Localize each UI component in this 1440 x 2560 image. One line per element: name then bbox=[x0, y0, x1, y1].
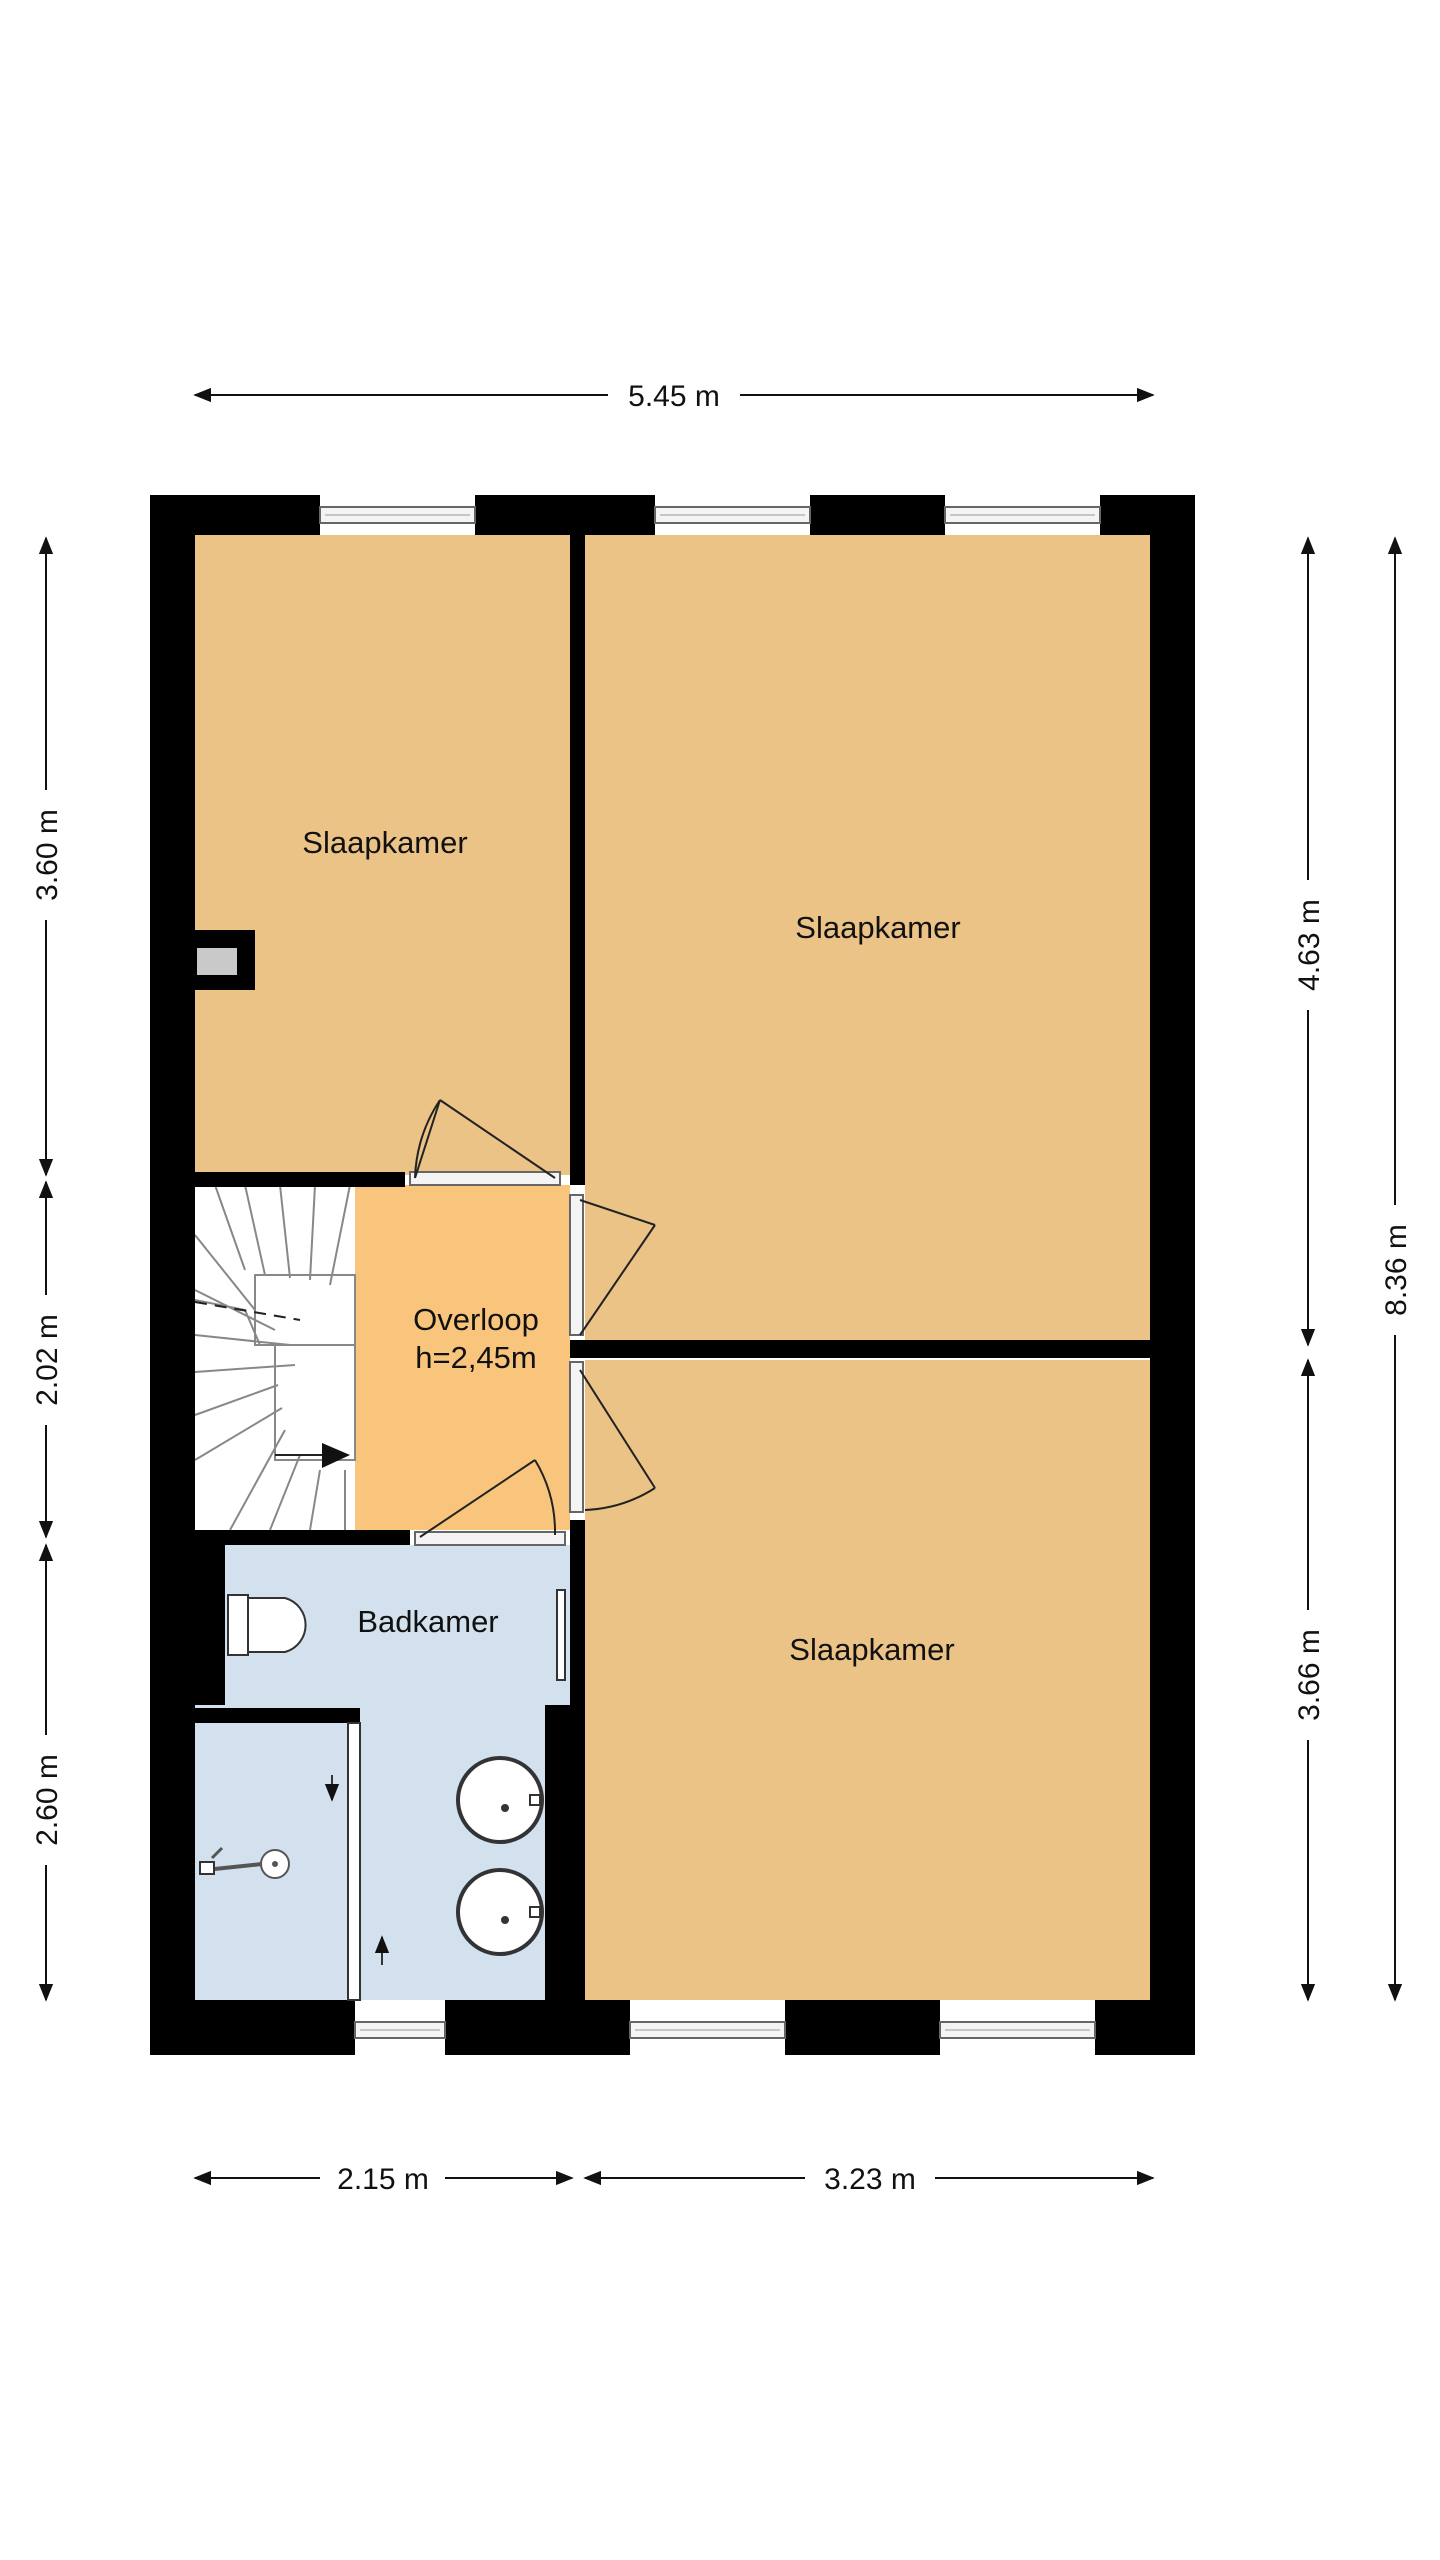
room-label-bathroom: Badkamer bbox=[357, 1604, 498, 1639]
window-icon bbox=[319, 506, 476, 524]
sink-icon bbox=[456, 1756, 544, 1844]
dimension-left-bottom: 2.60 m bbox=[31, 1543, 64, 2002]
doors bbox=[409, 1099, 656, 1546]
dimension-left-middle: 2.02 m bbox=[31, 1180, 64, 1539]
svg-text:3.23 m: 3.23 m bbox=[824, 2163, 916, 2196]
dimension-right-total: 8.36 m bbox=[1380, 536, 1413, 2002]
window-icon bbox=[629, 2021, 786, 2039]
room-bedroom-bottom-right bbox=[585, 1360, 1150, 2000]
dimension-right-top: 4.63 m bbox=[1293, 536, 1326, 1347]
walls bbox=[150, 495, 1195, 2055]
dimension-top-width: 5.45 m bbox=[193, 380, 1155, 413]
towel-rail-icon bbox=[556, 1589, 566, 1681]
svg-text:2.60 m: 2.60 m bbox=[31, 1754, 64, 1846]
door-swing-icon bbox=[414, 1459, 566, 1546]
svg-text:5.45 m: 5.45 m bbox=[628, 380, 720, 413]
svg-text:8.36 m: 8.36 m bbox=[1380, 1224, 1413, 1316]
dimension-left-top: 3.60 m bbox=[31, 536, 64, 1177]
door-swing-icon bbox=[409, 1099, 561, 1186]
svg-text:3.66 m: 3.66 m bbox=[1293, 1629, 1326, 1721]
room-label-bedroom-top-left: Slaapkamer bbox=[302, 825, 467, 860]
svg-text:3.60 m: 3.60 m bbox=[31, 809, 64, 901]
svg-text:4.63 m: 4.63 m bbox=[1293, 899, 1326, 991]
room-landing bbox=[355, 1185, 570, 1530]
window-icon bbox=[944, 506, 1101, 524]
window-icon bbox=[939, 2021, 1096, 2039]
door-swing-icon bbox=[569, 1194, 656, 1336]
shower-icon bbox=[199, 1846, 290, 1879]
windows bbox=[319, 506, 1101, 2039]
shower-screen bbox=[324, 1722, 390, 2001]
room-bedroom-top-left bbox=[195, 535, 570, 1175]
window-icon bbox=[354, 2021, 446, 2039]
room-bedroom-top-right bbox=[585, 535, 1150, 1345]
dimension-bottom-left-width: 2.15 m bbox=[193, 2163, 574, 2196]
room-label-landing-height: h=2,45m bbox=[415, 1340, 537, 1375]
room-label-landing: Overloop bbox=[413, 1302, 539, 1337]
svg-text:2.15 m: 2.15 m bbox=[337, 2163, 429, 2196]
room-label-bedroom-bottom-right: Slaapkamer bbox=[789, 1632, 954, 1667]
svg-text:2.02 m: 2.02 m bbox=[31, 1314, 64, 1406]
toilet-icon bbox=[227, 1594, 307, 1656]
dimension-bottom-right-width: 3.23 m bbox=[583, 2163, 1155, 2196]
stair-arrow-icon bbox=[322, 1443, 350, 1468]
window-icon bbox=[654, 506, 811, 524]
room-label-bedroom-top-right: Slaapkamer bbox=[795, 910, 960, 945]
sink-icon bbox=[456, 1868, 544, 1956]
staircase bbox=[194, 1184, 356, 1531]
dimension-right-bottom: 3.66 m bbox=[1293, 1358, 1326, 2002]
door-swing-icon bbox=[569, 1361, 656, 1513]
